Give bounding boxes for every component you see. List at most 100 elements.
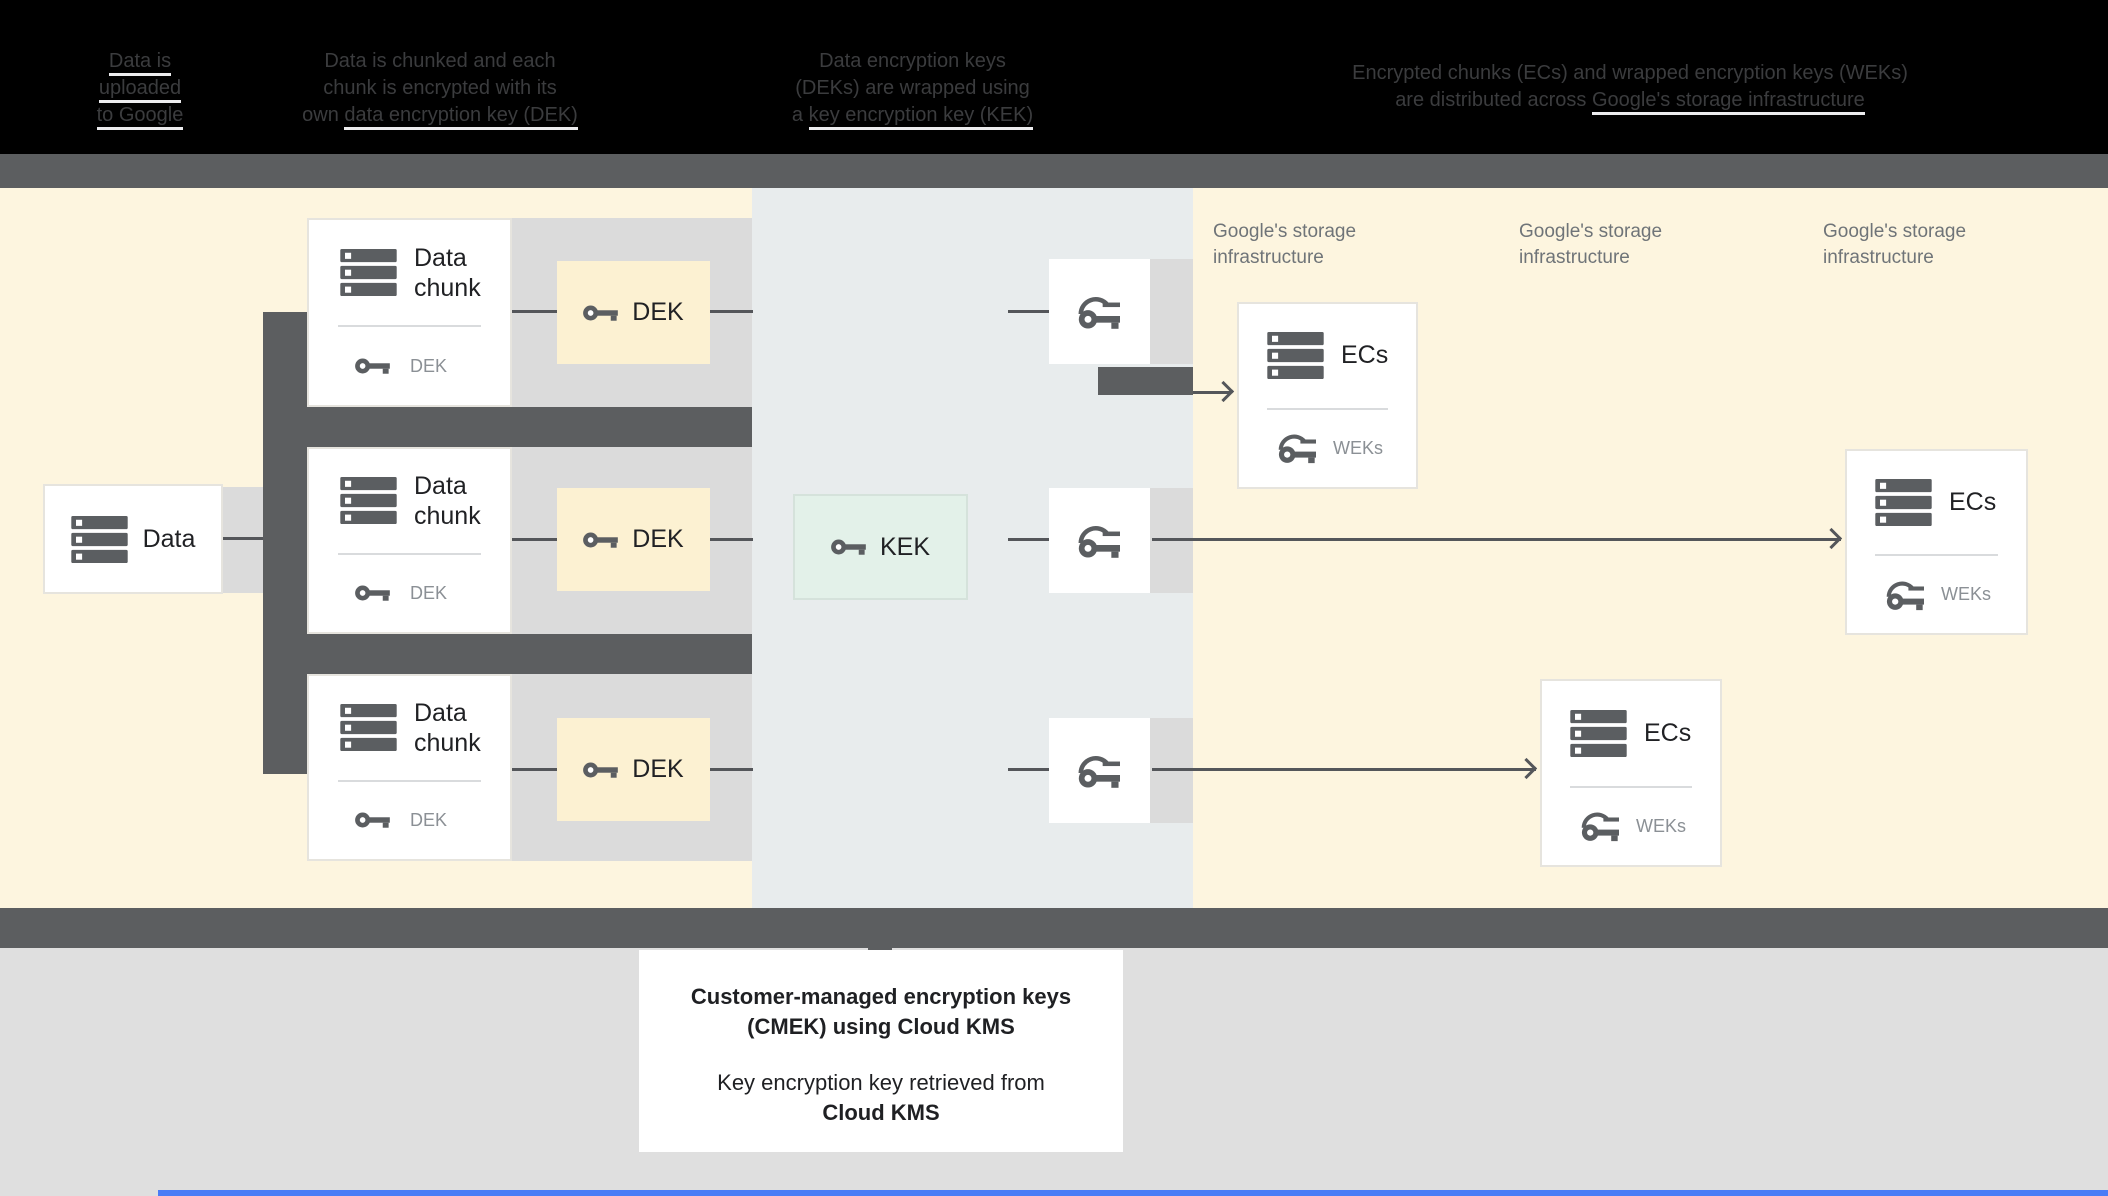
divider xyxy=(338,325,481,328)
ecs-box-1: ECs WEKs xyxy=(1237,302,1418,489)
storage-link[interactable]: Google's storage infrastructure xyxy=(1591,89,1865,115)
storage-stack-icon xyxy=(340,249,397,297)
chunking-line1: Data is chunked and each xyxy=(324,50,556,72)
divider xyxy=(338,779,481,782)
wrapped-key-icon xyxy=(1078,296,1120,329)
chunk-dek-label: DEK xyxy=(410,809,448,830)
ecs-box-3: ECs WEKs xyxy=(1540,679,1722,867)
key-icon xyxy=(583,761,619,778)
chunk-label-line2: chunk xyxy=(414,273,481,302)
dek-box-3: DEK xyxy=(557,718,710,821)
key-icon xyxy=(583,304,619,321)
distribution-line1: Encrypted chunks (ECs) and wrapped encry… xyxy=(1352,62,1908,84)
wrapped-key-icon xyxy=(1581,812,1619,842)
storage-stack-icon xyxy=(1570,709,1627,757)
chunk-label-line2: chunk xyxy=(414,728,481,757)
line-chunk2-dek2 xyxy=(512,538,557,541)
upload-link-line3[interactable]: to Google xyxy=(96,104,184,130)
callout-box: Customer-managed encryption keys (CMEK) … xyxy=(639,950,1123,1152)
band-data xyxy=(223,487,264,593)
header-strip: Data is uploaded to Google Data is chunk… xyxy=(0,0,2108,154)
kek-link[interactable]: key encryption key (KEK) xyxy=(808,104,1034,130)
chunk-label-line1: Data xyxy=(414,698,467,727)
chunk-label-line1: Data xyxy=(414,243,467,272)
key-icon xyxy=(583,531,619,548)
chunking-line2: chunk is encrypted with its xyxy=(323,77,557,99)
chunk-label-line2: chunk xyxy=(414,501,481,530)
ecs-box-2: ECs WEKs xyxy=(1845,449,2028,635)
wrapped-key-icon xyxy=(1078,525,1120,558)
divider xyxy=(1875,554,1998,557)
dek-label: DEK xyxy=(632,755,684,783)
wrapping-line3: a key encryption key (KEK) xyxy=(735,102,1090,130)
arrow-row3-line xyxy=(1152,768,1536,771)
upload-link-line2[interactable]: uploaded xyxy=(98,77,182,103)
chunking-line3: own data encryption key (DEK) xyxy=(285,102,595,130)
key-icon xyxy=(355,358,390,374)
wrapped-key-box-3 xyxy=(1049,718,1150,823)
chunk-dek-label: DEK xyxy=(410,355,448,376)
wrapping-line1: Data encryption keys xyxy=(819,50,1006,72)
line-dek2-column xyxy=(710,538,753,541)
wrapped-key-box-2 xyxy=(1049,488,1150,593)
wrapping-line2: (DEKs) are wrapped using xyxy=(795,77,1030,99)
line-column-key2 xyxy=(1008,538,1049,541)
line-column-key1 xyxy=(1008,310,1049,313)
thick-arrow-row1 xyxy=(1098,367,1193,395)
upload-link-line1[interactable]: Data is xyxy=(108,50,172,76)
storage-stack-icon xyxy=(1267,332,1324,380)
wrapped-key-box-1 xyxy=(1049,259,1150,364)
weks-label: WEKs xyxy=(1941,584,1992,605)
data-label: Data xyxy=(142,524,196,553)
wrapped-key-icon xyxy=(1278,434,1316,464)
caption-upload: Data is uploaded to Google xyxy=(55,48,225,130)
dek-label: DEK xyxy=(632,525,684,553)
dek-label: DEK xyxy=(632,298,684,326)
kek-label: KEK xyxy=(879,532,931,561)
dek-box-2: DEK xyxy=(557,488,710,591)
chunk-divider-band-2 xyxy=(307,634,752,674)
callout-body: Key encryption key retrieved from Cloud … xyxy=(717,1070,1045,1125)
caption-wrapping: Data encryption keys (DEKs) are wrapped … xyxy=(735,48,1090,130)
dek-box-1: DEK xyxy=(557,261,710,364)
divider xyxy=(1570,785,1692,788)
storage-stack-icon xyxy=(340,704,397,752)
wrapped-key-icon xyxy=(1886,581,1924,610)
key-icon xyxy=(831,539,866,555)
kek-box: KEK xyxy=(793,494,968,600)
ecs-label: ECs xyxy=(1644,718,1692,747)
wrapped-key-icon xyxy=(1078,755,1120,788)
progress-bar[interactable] xyxy=(158,1190,2108,1196)
chunk-dek-label: DEK xyxy=(410,582,448,603)
storage-stack-icon xyxy=(70,515,128,563)
weks-label: WEKs xyxy=(1636,815,1687,836)
data-box: Data xyxy=(43,484,223,594)
callout-body-bold: Cloud KMS xyxy=(822,1100,940,1125)
chunk-divider-band-1 xyxy=(307,407,752,447)
caption-distribution: Encrypted chunks (ECs) and wrapped encry… xyxy=(1300,60,1960,115)
top-divider-bar xyxy=(0,154,2108,188)
line-chunk3-dek3 xyxy=(512,768,557,771)
weks-label: WEKs xyxy=(1333,437,1384,458)
distribution-line2: are distributed across Google's storage … xyxy=(1300,87,1960,115)
divider xyxy=(1267,407,1388,410)
band-key1 xyxy=(1150,259,1193,364)
callout-title-line2: (CMEK) using Cloud KMS xyxy=(747,1014,1015,1039)
key-icon xyxy=(355,585,390,602)
line-dek1-column xyxy=(710,310,753,313)
ecs-label: ECs xyxy=(1341,341,1389,370)
dek-link[interactable]: data encryption key (DEK) xyxy=(344,104,578,130)
key-icon xyxy=(355,812,390,829)
bottom-divider-bar xyxy=(0,908,2108,948)
divider xyxy=(338,552,481,555)
storage-stack-icon xyxy=(1875,479,1932,527)
ecs-label: ECs xyxy=(1949,488,1997,517)
line-chunk1-dek1 xyxy=(512,310,557,313)
line-data-to-splitter xyxy=(223,537,263,540)
